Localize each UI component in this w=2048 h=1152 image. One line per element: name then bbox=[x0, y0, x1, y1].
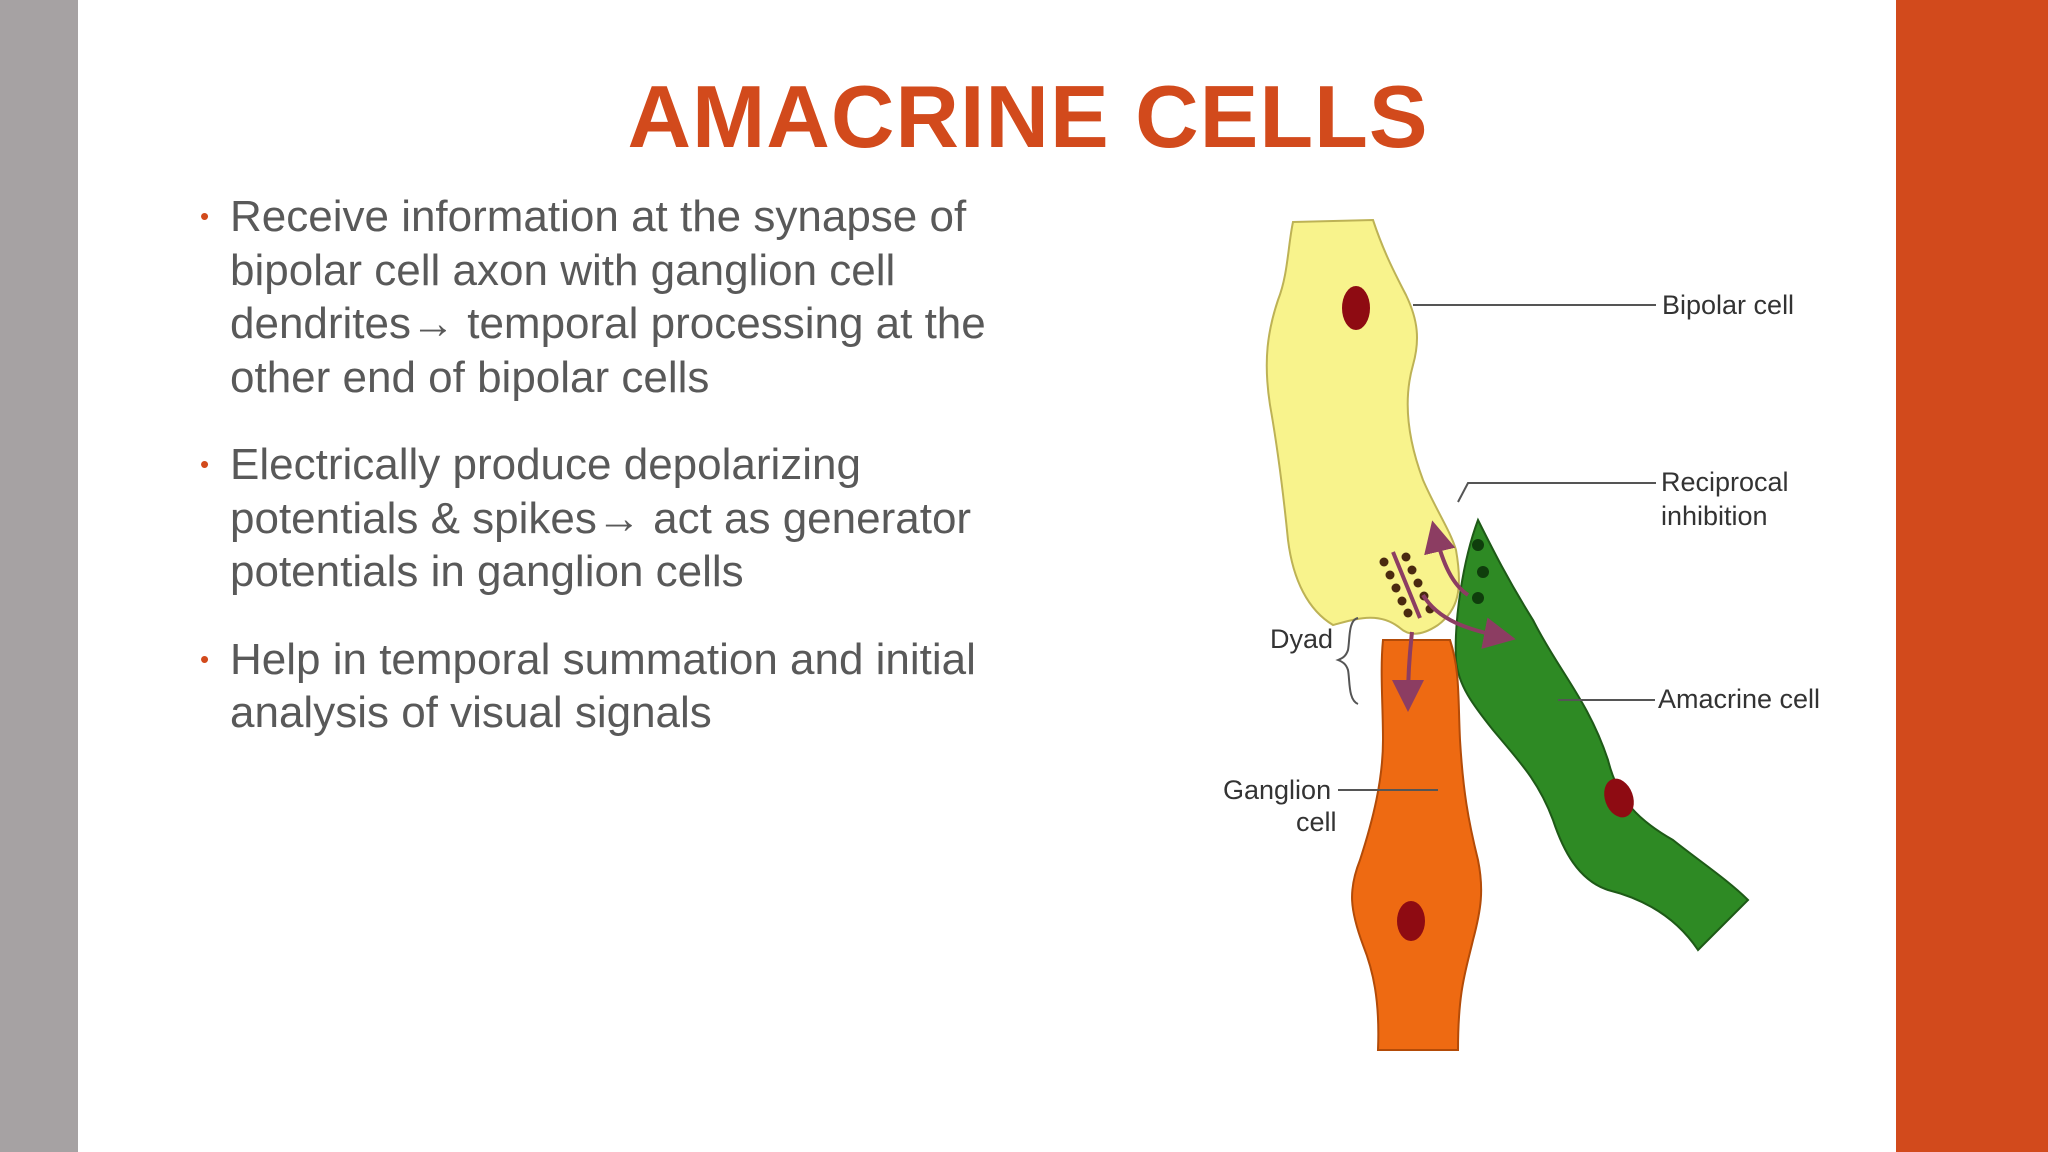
bullet-item-2: • Electrically produce depolarizing pote… bbox=[196, 438, 1076, 599]
bullet-line: bipolar cell axon with ganglion cell bbox=[230, 245, 896, 295]
dyad-brace bbox=[1335, 617, 1359, 705]
bullet-line: potentials & spikes→ act as generator bbox=[230, 493, 972, 543]
arrow-to-ganglion bbox=[1392, 631, 1425, 712]
slide-title: AMACRINE CELLS bbox=[627, 67, 1429, 166]
ganglion-nucleus bbox=[1397, 901, 1425, 941]
arrow-to-amacrine bbox=[1421, 593, 1516, 649]
arrow-reciprocal-inhibition bbox=[1424, 520, 1470, 597]
ganglion-cell-label: cell bbox=[1296, 807, 1337, 837]
ganglion-cell-shape bbox=[1351, 639, 1483, 1051]
dyad-label: Dyad bbox=[1270, 624, 1333, 654]
bipolar-cell-label: Bipolar cell bbox=[1662, 290, 1794, 320]
slide-canvas: AMACRINE CELLS • Receive information at … bbox=[78, 0, 1896, 1152]
bullet-marker: • bbox=[200, 201, 210, 231]
reciprocal-leader-line bbox=[1457, 482, 1656, 503]
amacrine-cell-diagram: Bipolar cell Reciprocal inhibition Dyad … bbox=[1223, 218, 1820, 1051]
bullet-marker: • bbox=[200, 643, 210, 674]
bullet-marker: • bbox=[200, 449, 210, 479]
bullet-line: analysis of visual signals bbox=[230, 688, 712, 737]
synaptic-vesicle bbox=[1472, 539, 1484, 551]
synaptic-ribbon bbox=[1391, 551, 1422, 619]
synaptic-vesicle bbox=[1472, 592, 1484, 604]
reciprocal-inhibition-label: inhibition bbox=[1661, 501, 1768, 531]
bullet-line: Electrically produce depolarizing bbox=[230, 440, 861, 489]
right-accent-band bbox=[1896, 0, 2048, 1152]
reciprocal-inhibition-label: Reciprocal bbox=[1661, 467, 1789, 497]
bullet-list: • Receive information at the synapse of … bbox=[196, 190, 1076, 774]
ganglion-cell-label: Ganglion bbox=[1223, 775, 1331, 805]
bipolar-cell-shape bbox=[1265, 218, 1460, 635]
synaptic-vesicle bbox=[1477, 566, 1489, 578]
bullet-item-1: • Receive information at the synapse of … bbox=[196, 190, 1076, 404]
amacrine-cell-shape bbox=[1454, 517, 1750, 952]
amacrine-nucleus bbox=[1604, 778, 1634, 818]
bullet-line: dendrites→ temporal processing at the bbox=[230, 299, 986, 348]
bullet-line: Receive information at the synapse of bbox=[230, 192, 967, 241]
bullet-item-3: • Help in temporal summation and initial… bbox=[196, 633, 1076, 740]
bipolar-nucleus bbox=[1342, 286, 1370, 330]
left-accent-band bbox=[0, 0, 78, 1152]
bullet-line: other end of bipolar cells bbox=[230, 352, 710, 402]
amacrine-cell-label: Amacrine cell bbox=[1658, 684, 1820, 714]
bullet-line: potentials in ganglion cells bbox=[230, 547, 744, 596]
bullet-line: Help in temporal summation and initial bbox=[230, 634, 976, 684]
